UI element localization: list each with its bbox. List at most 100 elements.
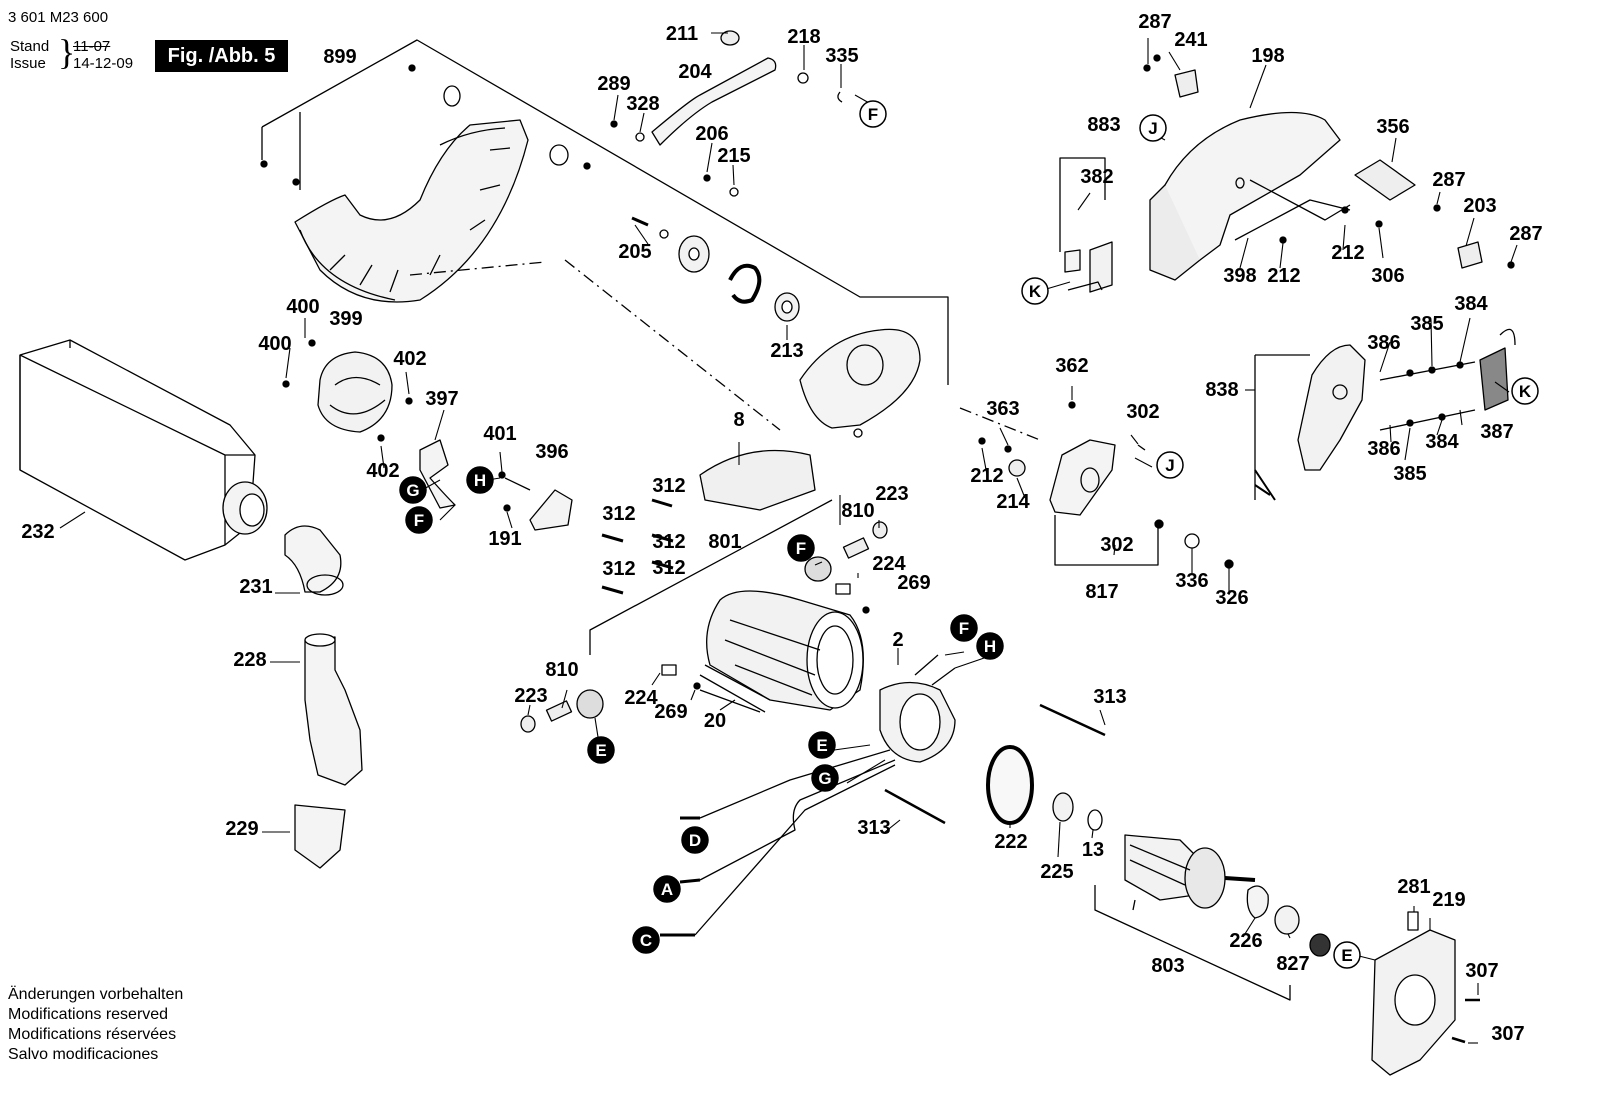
brush-810a bbox=[545, 700, 573, 722]
connector-circle bbox=[1139, 114, 1167, 142]
figure-badge: Fig. /Abb. 5 bbox=[155, 40, 288, 72]
clip-203 bbox=[1457, 241, 1483, 269]
connector-D-marker: D bbox=[681, 826, 709, 854]
part-label-801: 801 bbox=[708, 531, 741, 553]
washer-336 bbox=[1184, 533, 1200, 549]
plate-229 bbox=[294, 804, 346, 869]
connector-G2-marker: G bbox=[811, 764, 839, 792]
adapter-228 bbox=[304, 636, 363, 786]
connector-E2-marker: E bbox=[587, 736, 615, 764]
connector-E3-marker: E bbox=[808, 731, 836, 759]
handle-838 bbox=[1297, 344, 1366, 471]
part-label-223a: 223 bbox=[514, 685, 547, 707]
field-coil-2 bbox=[879, 654, 956, 763]
part-label-384a: 384 bbox=[1454, 293, 1488, 315]
plate-817 bbox=[1049, 439, 1116, 516]
part-label-396: 396 bbox=[535, 441, 568, 463]
part-label-203: 203 bbox=[1463, 195, 1496, 217]
connector-letter: H bbox=[984, 637, 996, 656]
upper-guard-198 bbox=[1149, 111, 1351, 281]
connector-letter: A bbox=[661, 880, 673, 899]
connector-circle bbox=[1333, 941, 1361, 969]
connector-circle bbox=[787, 534, 815, 562]
part-label-222: 222 bbox=[994, 831, 1027, 853]
modifications-notes: Änderungen vorbehalten Modifications res… bbox=[8, 985, 183, 1065]
bracket-838 bbox=[1254, 354, 1310, 500]
issue-label: Issue bbox=[10, 55, 46, 72]
part-label-400b: 400 bbox=[258, 333, 291, 355]
bracket-396 bbox=[529, 489, 573, 531]
ring-222 bbox=[986, 745, 1034, 825]
part-label-13: 13 bbox=[1082, 839, 1104, 861]
connector-circle bbox=[1156, 451, 1184, 479]
part-label-810a: 810 bbox=[545, 659, 578, 681]
connector-circle bbox=[399, 476, 427, 504]
dust-bag-232 bbox=[19, 339, 256, 561]
part-label-281: 281 bbox=[1397, 876, 1430, 898]
elbow-231 bbox=[284, 525, 342, 593]
part-label-883: 883 bbox=[1087, 114, 1120, 136]
connector-F3-marker: F bbox=[787, 534, 815, 562]
part-label-229: 229 bbox=[225, 818, 258, 840]
bearing-225 bbox=[1052, 792, 1074, 822]
part-label-213: 213 bbox=[770, 340, 803, 362]
part-label-328: 328 bbox=[626, 93, 659, 115]
part-label-363: 363 bbox=[986, 398, 1019, 420]
part-label-362: 362 bbox=[1055, 355, 1088, 377]
brush-810b bbox=[842, 537, 870, 559]
part-label-212a: 212 bbox=[970, 465, 1003, 487]
part-label-400a: 400 bbox=[286, 296, 319, 318]
part-label-2: 2 bbox=[892, 629, 903, 651]
connector-J2-marker: J bbox=[1156, 451, 1184, 479]
part-label-204: 204 bbox=[678, 61, 712, 83]
connector-G1-marker: G bbox=[399, 476, 427, 504]
note-line: Salvo modificaciones bbox=[8, 1046, 159, 1063]
part-label-215: 215 bbox=[717, 145, 750, 167]
part-label-313a: 313 bbox=[1093, 686, 1126, 708]
part-label-225: 225 bbox=[1040, 861, 1073, 883]
connector-C-marker: C bbox=[632, 926, 660, 954]
connector-circle bbox=[681, 826, 709, 854]
part-label-817: 817 bbox=[1085, 581, 1118, 603]
part-label-312b: 312 bbox=[602, 503, 635, 525]
assembly-899-frame bbox=[261, 39, 949, 385]
connector-E1-marker: E bbox=[1333, 941, 1361, 969]
motor-housing-801 bbox=[699, 590, 864, 713]
clip-241 bbox=[1174, 69, 1199, 98]
connector-circle bbox=[1021, 277, 1049, 305]
connector-letter: E bbox=[1341, 946, 1352, 965]
cap-223b bbox=[872, 521, 888, 539]
part-label-335: 335 bbox=[825, 45, 858, 67]
washer-13 bbox=[1087, 809, 1103, 831]
part-label-385b: 385 bbox=[1393, 463, 1426, 485]
part-label-287a: 287 bbox=[1138, 11, 1171, 33]
screw-313a bbox=[1039, 703, 1106, 737]
connector-letter: G bbox=[818, 769, 831, 788]
clip-224b bbox=[835, 583, 851, 595]
part-label-205: 205 bbox=[618, 241, 651, 263]
part-label-399: 399 bbox=[329, 308, 362, 330]
part-label-307a: 307 bbox=[1465, 960, 1498, 982]
bearing-827 bbox=[1274, 905, 1300, 935]
connector-letter: F bbox=[414, 511, 424, 530]
part-label-302b: 302 bbox=[1100, 534, 1133, 556]
part-label-312d: 312 bbox=[602, 558, 635, 580]
connector-letter: G bbox=[406, 481, 419, 500]
connector-circle bbox=[859, 100, 887, 128]
ring-part bbox=[728, 263, 762, 304]
part-label-386b: 386 bbox=[1367, 438, 1400, 460]
leader-lines bbox=[59, 32, 1518, 1044]
issue-date: 14-12-09 bbox=[73, 55, 134, 72]
part-label-226: 226 bbox=[1229, 930, 1262, 952]
part-label-312e: 312 bbox=[652, 557, 685, 579]
part-label-241: 241 bbox=[1174, 29, 1207, 51]
connector-F2-marker: F bbox=[405, 506, 433, 534]
center-axis-line bbox=[409, 259, 1041, 441]
part-label-269a: 269 bbox=[654, 701, 687, 723]
part-label-382: 382 bbox=[1080, 166, 1113, 188]
part-label-899: 899 bbox=[323, 46, 356, 68]
part-label-232: 232 bbox=[21, 521, 54, 543]
link-arm-part bbox=[610, 30, 843, 239]
note-line: Modifications reserved bbox=[8, 1006, 169, 1023]
